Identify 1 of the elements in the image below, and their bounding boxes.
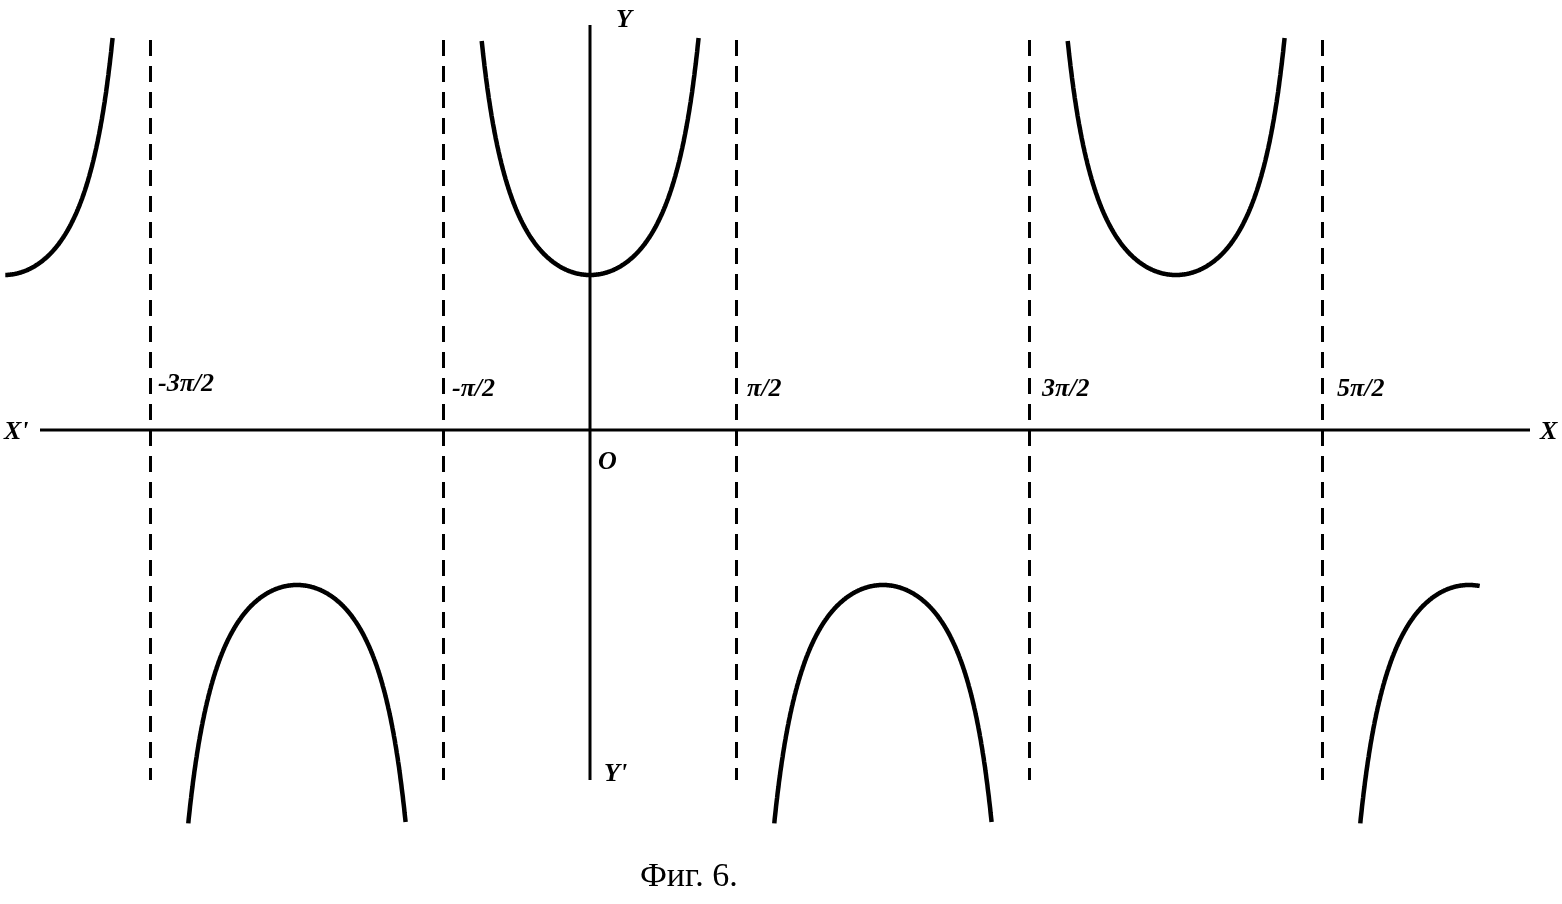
figure-caption: Фиг. 6. xyxy=(640,858,738,892)
